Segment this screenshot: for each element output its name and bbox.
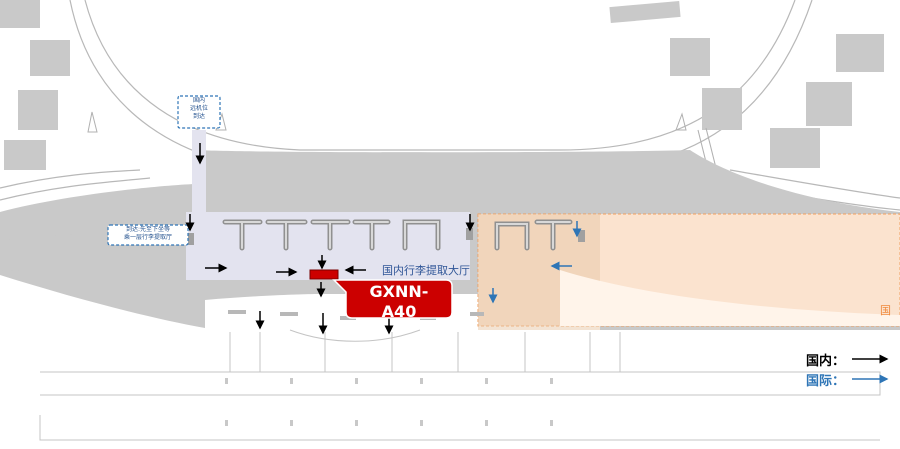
legend-international: 国际： [806,369,848,389]
legend-domestic: 国内： [806,349,848,369]
note-top-line-2: 远机位 [189,105,208,112]
callout-bubble [332,279,453,319]
arrival-corridor [192,130,206,212]
note-box-left [107,224,189,246]
note-arrival-transfer: 到达:先至下坐等 乘一层行李提取厅 [108,226,188,242]
legend-domestic-label: 国内： [806,353,846,369]
domestic-arrows [185,143,475,335]
international-zone-label: 国 [880,304,891,317]
aircraft-stands [0,0,884,170]
note-left-line-2: 乘一层行李提取厅 [123,234,172,241]
domestic-baggage-hall-label: 国内行李提取大厅 [382,264,470,277]
international-arrows [488,221,582,304]
note-top-line-1: 国内 [192,97,205,104]
note-remote-stand: 国内 远机位 到达 [178,97,220,121]
lower-gates [39,329,881,441]
note-top-line-3: 到达 [192,113,205,120]
legend-international-label: 国际： [806,373,846,389]
note-box-top [177,95,221,129]
legend: 国内： 国际： [806,349,848,389]
note-left-line-1: 到达:先至下坐等 [125,226,171,233]
location-marker [309,269,339,280]
